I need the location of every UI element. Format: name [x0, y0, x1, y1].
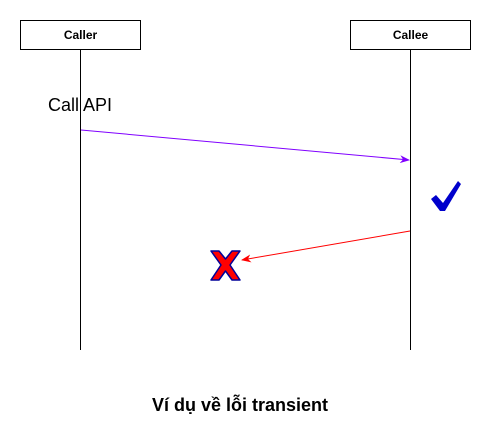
- callee-participant: Callee: [350, 20, 471, 350]
- caller-box: [20, 20, 141, 50]
- cross-mark-icon: [210, 250, 241, 281]
- call-api-arrow: [80, 129, 410, 164]
- callee-box: [350, 20, 471, 50]
- response-arrow: [241, 230, 411, 263]
- diagram-caption: Ví dụ về lỗi transient: [152, 394, 328, 415]
- call-api-label: Call API: [48, 95, 112, 115]
- caller-participant: Caller: [20, 20, 141, 350]
- callee-label: Callee: [393, 28, 429, 42]
- check-mark-icon: [431, 181, 461, 211]
- caller-label: Caller: [64, 28, 98, 42]
